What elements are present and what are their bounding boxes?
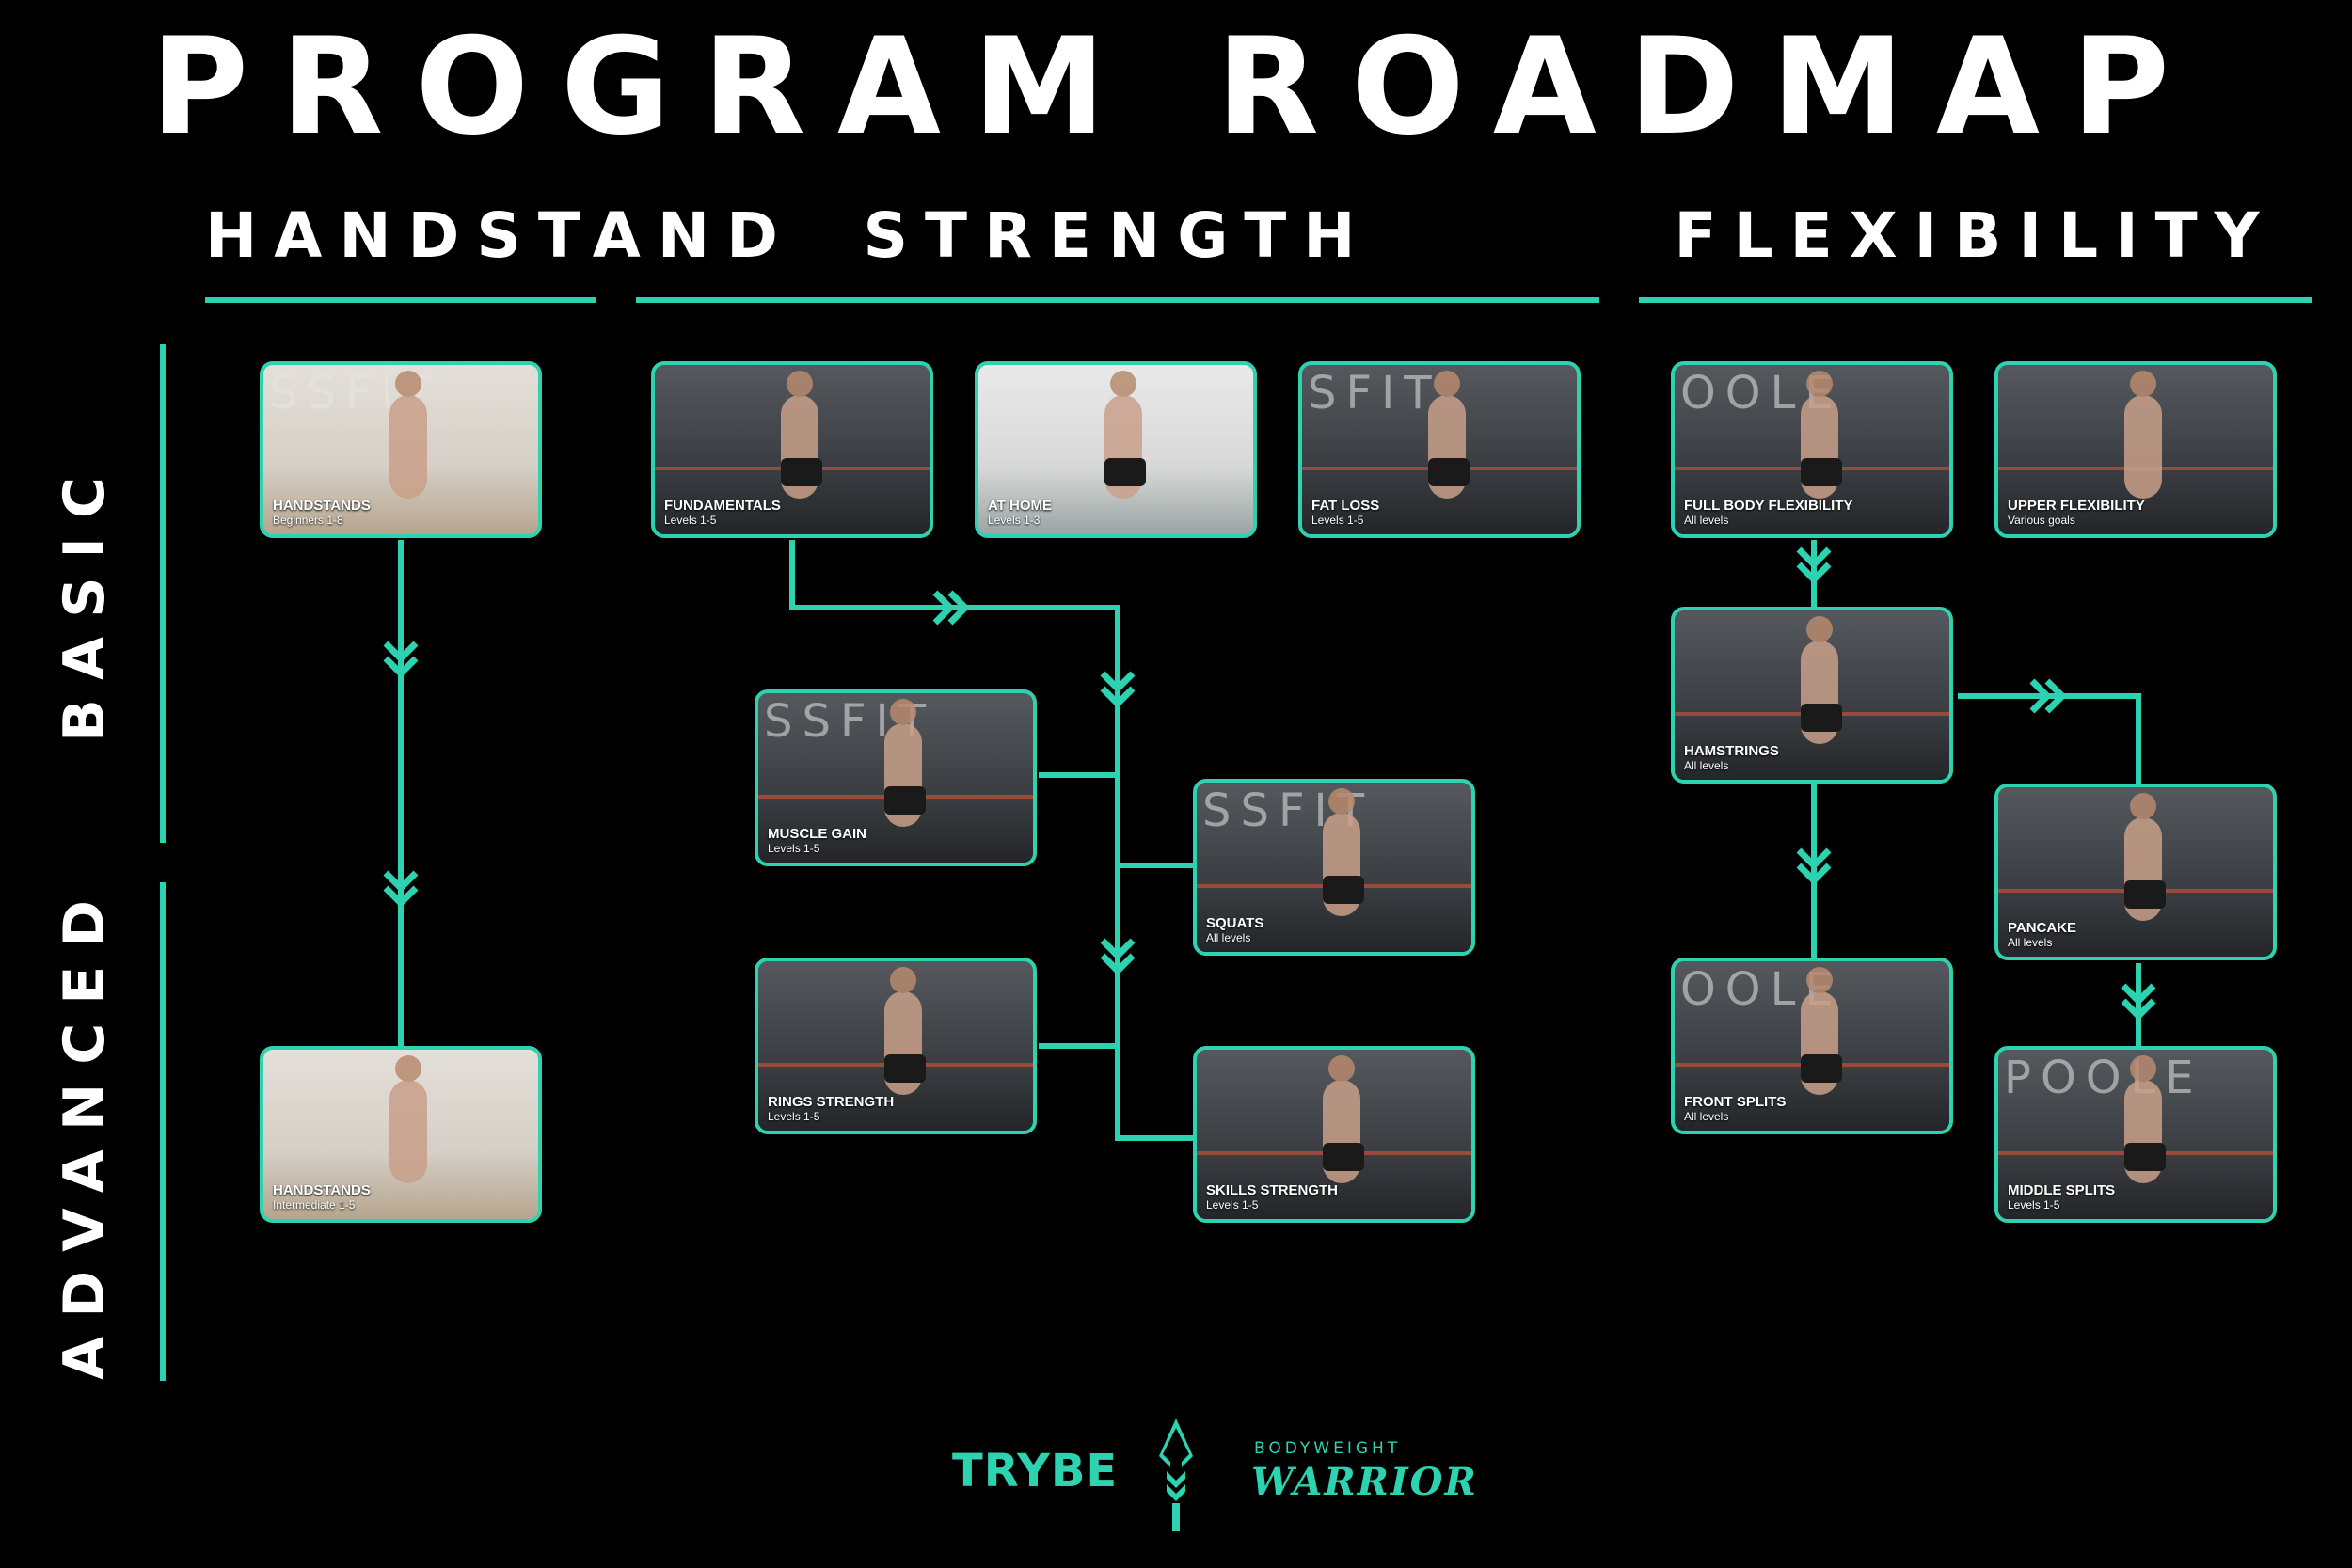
card-levels: All levels [1206,930,1251,944]
athlete-image [389,371,428,499]
card-levels: All levels [2008,935,2053,949]
card-title: MUSCLE GAIN [768,826,866,843]
trybe-logo-text: TRYBE [952,1445,1119,1497]
athlete-image [2124,371,2163,499]
card-title: FULL BODY FLEXIBILITY [1684,498,1853,515]
column-underline-strength [636,297,1599,303]
card-title: FAT LOSS [1311,498,1380,515]
column-underline-handstand [205,297,596,303]
card-levels: All levels [1684,513,1729,527]
card-title: AT HOME [988,498,1053,515]
column-heading-flexibility: FLEXIBILITY [1674,199,2277,272]
card-levels: Levels 1-5 [1206,1197,1259,1212]
column-underline-flexibility [1639,297,2312,303]
row-line-advanced [160,882,166,1381]
card-title: RINGS STRENGTH [768,1094,895,1111]
card-levels: Various goals [2008,513,2075,527]
card-levels: All levels [1684,758,1729,772]
card-title: SKILLS STRENGTH [1206,1182,1339,1199]
card-levels: Levels 1-5 [2008,1197,2060,1212]
card-title: HANDSTANDS [273,498,371,515]
athlete-image [389,1055,428,1184]
column-heading-strength: STRENGTH [863,199,1373,272]
card-levels: All levels [1684,1109,1729,1123]
card-title: FRONT SPLITS [1684,1094,1787,1111]
card-title: PANCAKE [2008,920,2077,937]
card-title: HAMSTRINGS [1684,743,1779,760]
card-levels: Beginners 1-8 [273,513,343,527]
gym-wall-lettering: POOLE [2004,1052,2203,1104]
page-title: PROGRAM ROADMAP [151,9,2201,165]
card-levels: Intermediate 1-5 [273,1197,356,1212]
card-title: FUNDAMENTALS [664,498,781,515]
card-title: SQUATS [1206,915,1264,932]
card-levels: Levels 1-3 [988,513,1041,527]
card-levels: Levels 1-5 [664,513,717,527]
card-title: HANDSTANDS [273,1182,371,1199]
bodyweight-logo-text: BODYWEIGHT [1254,1439,1402,1458]
spearhead-logo-icon [1159,1418,1193,1531]
row-line-basic [160,344,166,843]
card-levels: Levels 1-5 [768,841,820,855]
card-title: MIDDLE SPLITS [2008,1182,2116,1199]
card-levels: Levels 1-5 [1311,513,1364,527]
gym-wall-lettering: SFIT [1308,367,1441,420]
card-title: UPPER FLEXIBILITY [2008,498,2145,515]
warrior-logo-text: WARRIOR [1251,1460,1478,1504]
card-levels: Levels 1-5 [768,1109,820,1123]
